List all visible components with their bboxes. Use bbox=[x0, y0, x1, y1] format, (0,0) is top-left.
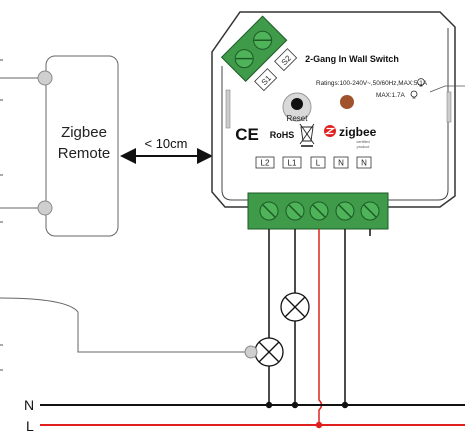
lamp-upper bbox=[280, 292, 310, 322]
junction-dot bbox=[341, 401, 349, 409]
zigbee-brand: zigbee bbox=[339, 125, 377, 139]
neutral-label: N bbox=[24, 397, 34, 413]
terminal-label-l: L bbox=[316, 159, 321, 168]
wires bbox=[268, 229, 371, 425]
rohs-mark: RoHS bbox=[270, 130, 295, 140]
distance-indicator: < 10cm bbox=[120, 136, 213, 164]
zigbee-certified: certified bbox=[356, 140, 369, 144]
weee-bin-icon bbox=[299, 123, 315, 147]
wire-l-live bbox=[318, 229, 323, 425]
reset-button[interactable]: Reset bbox=[282, 92, 312, 123]
label-leader-line bbox=[429, 85, 465, 93]
remote-wire-stubs bbox=[0, 77, 38, 209]
remote-terminal-top bbox=[37, 70, 53, 86]
reset-label: Reset bbox=[287, 114, 309, 123]
status-led bbox=[340, 95, 354, 109]
mains: N L bbox=[24, 397, 465, 434]
junction-dot bbox=[315, 421, 323, 429]
zigbee-remote: Zigbee Remote bbox=[37, 55, 119, 237]
terminal-label-n2: N bbox=[361, 159, 367, 168]
output-terminal-block bbox=[247, 192, 389, 230]
junction-dot bbox=[291, 401, 299, 409]
bulb-icon bbox=[410, 90, 418, 99]
module-title: 2-Gang In Wall Switch bbox=[305, 54, 399, 64]
terminal-label-l1: L1 bbox=[288, 159, 297, 168]
terminal-label-row: L2 L1 L N N bbox=[255, 156, 372, 169]
distance-label: < 10cm bbox=[145, 136, 188, 151]
terminal-label-l2: L2 bbox=[261, 159, 270, 168]
module-clip-right bbox=[446, 91, 452, 123]
live-label: L bbox=[26, 418, 34, 434]
left-edge-fragments bbox=[0, 59, 3, 371]
module-ratings: Ratings:100-240V~,50/60Hz,MAX:5.1A bbox=[316, 80, 428, 87]
ce-mark: CE bbox=[235, 125, 259, 144]
terminal-label-n1: N bbox=[338, 159, 344, 168]
module-max-secondary: MAX:1.7A bbox=[376, 92, 406, 99]
lamp-switch-terminal bbox=[244, 345, 258, 359]
switch-wire bbox=[0, 297, 246, 353]
bulb-icon bbox=[417, 78, 425, 87]
lamp-lower bbox=[254, 337, 284, 367]
junction-dot bbox=[265, 401, 273, 409]
remote-label-line1: Zigbee bbox=[61, 124, 107, 141]
switch-module: S1 S2 2-Gang In Wall Switch Ratings:100-… bbox=[211, 11, 456, 230]
switch-input-terminal-block bbox=[220, 15, 288, 82]
switch-input-labels: S1 S2 bbox=[254, 48, 298, 92]
module-clip-left bbox=[225, 89, 231, 129]
remote-body bbox=[45, 55, 119, 237]
zigbee-logo: zigbee certified product bbox=[324, 125, 377, 149]
remote-terminal-bottom bbox=[37, 200, 53, 216]
remote-label-line2: Remote bbox=[58, 145, 111, 162]
zigbee-product: product bbox=[357, 145, 371, 149]
